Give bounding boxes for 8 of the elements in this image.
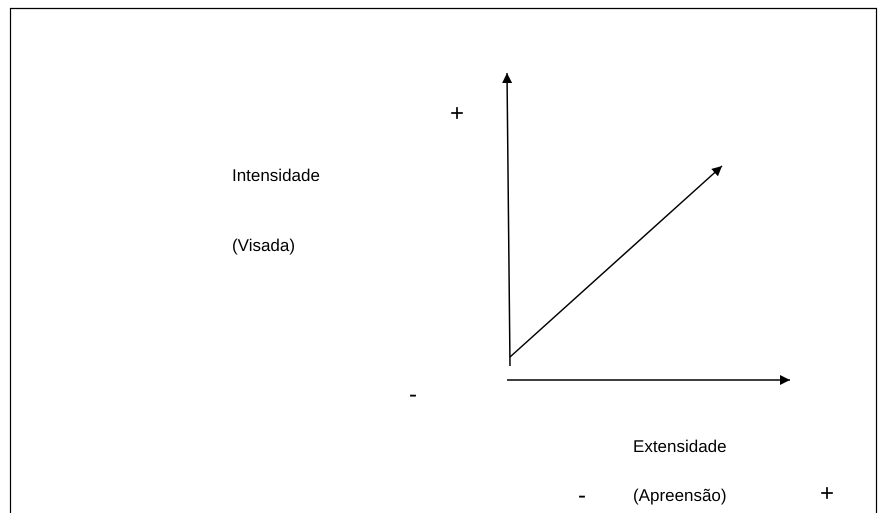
axis-label: (Apreensão) <box>633 487 727 504</box>
minus-sign: - <box>578 484 586 508</box>
plus-sign: + <box>820 482 834 506</box>
plus-sign: + <box>450 102 464 126</box>
minus-sign: - <box>409 383 417 407</box>
axis-label: (Visada) <box>232 237 295 254</box>
axis-label: Extensidade <box>633 438 727 455</box>
axis-label: Intensidade <box>232 167 320 184</box>
